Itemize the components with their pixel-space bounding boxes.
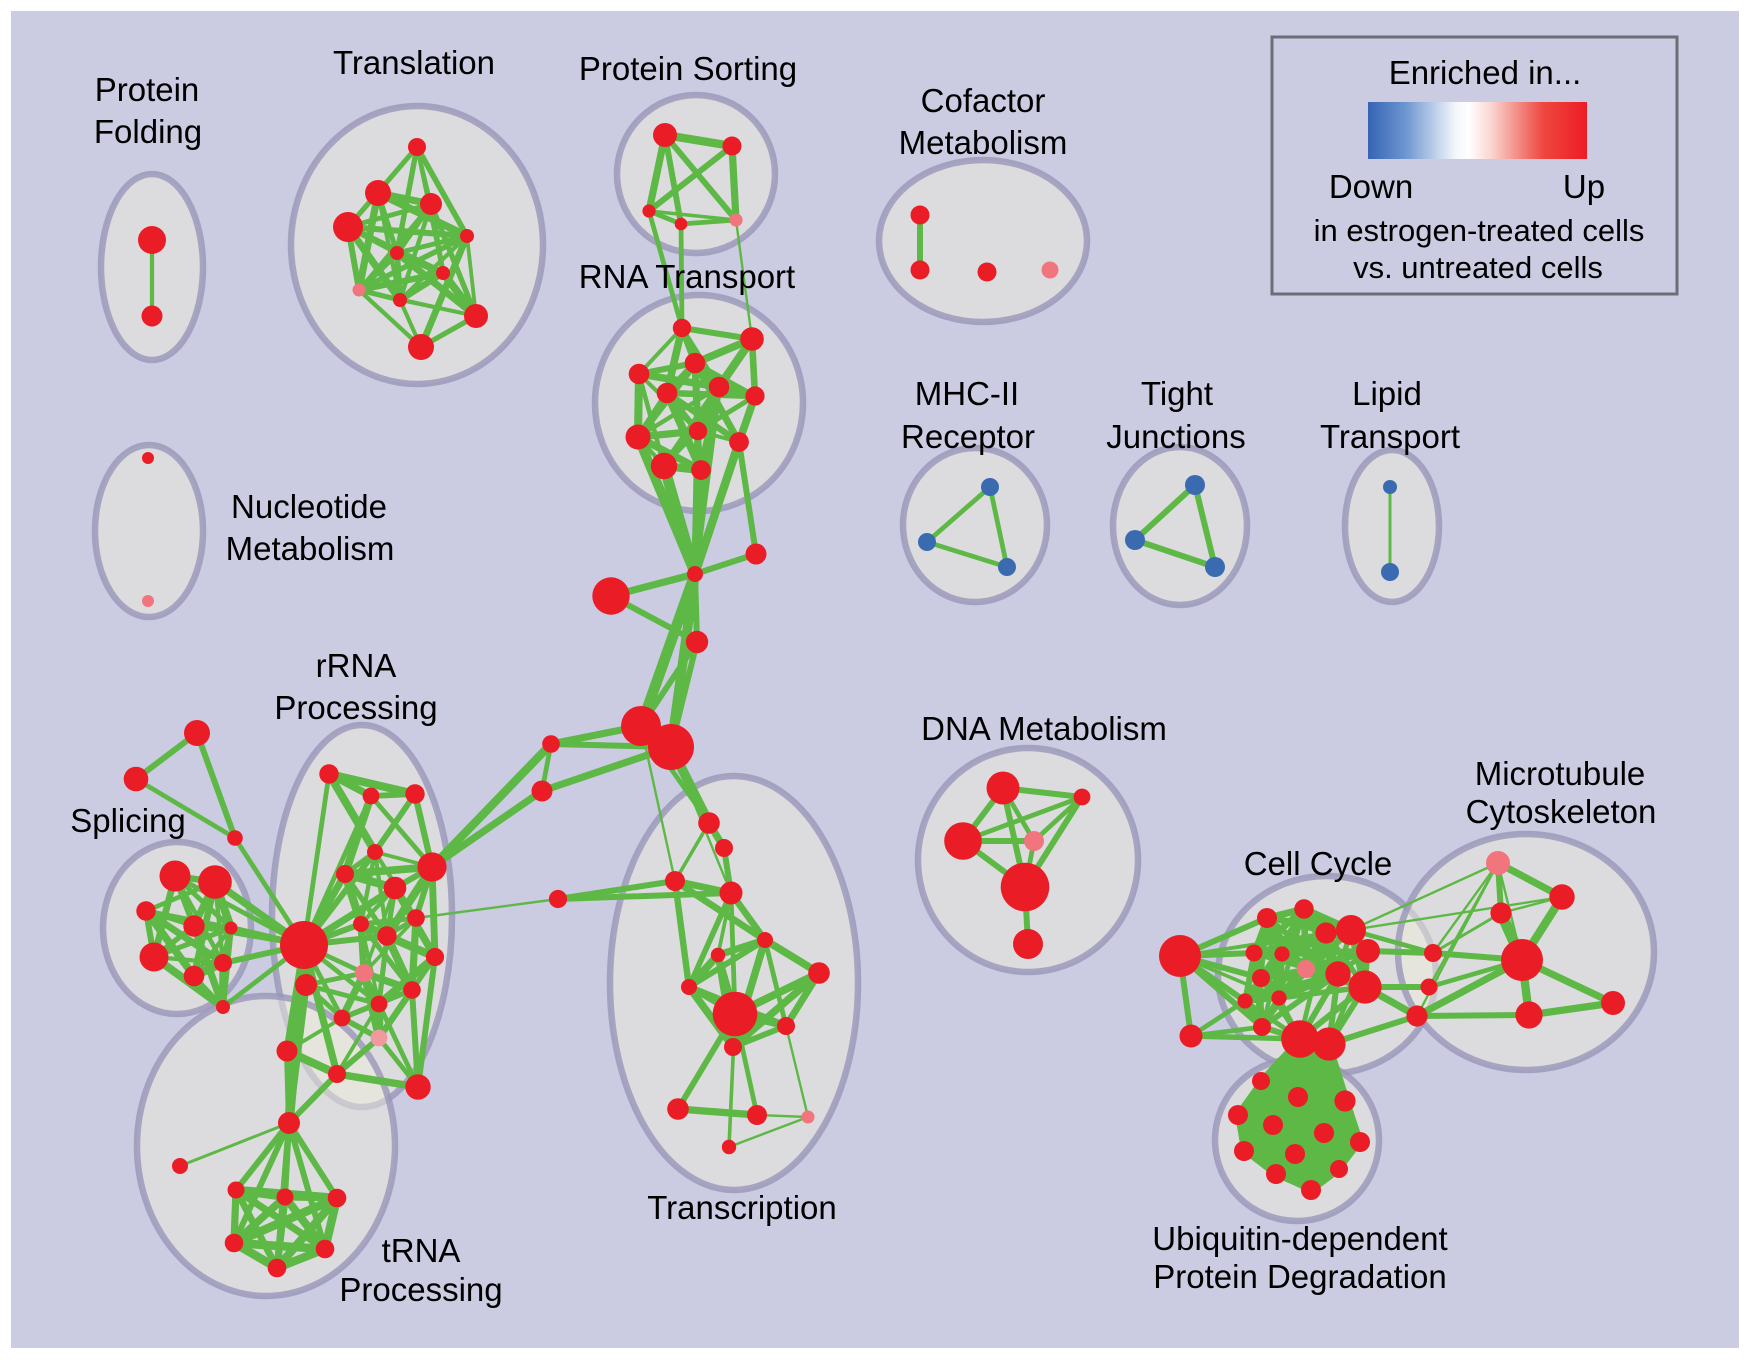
svg-text:Down: Down: [1329, 168, 1413, 205]
svg-text:Translation: Translation: [333, 44, 495, 81]
svg-text:Splicing: Splicing: [70, 802, 186, 839]
svg-text:Junctions: Junctions: [1106, 418, 1245, 455]
svg-text:Metabolism: Metabolism: [226, 530, 395, 567]
svg-text:Tight: Tight: [1141, 375, 1213, 412]
svg-text:Folding: Folding: [94, 113, 202, 150]
svg-text:Enriched in...: Enriched in...: [1389, 54, 1582, 91]
svg-text:Cytoskeleton: Cytoskeleton: [1466, 793, 1657, 830]
svg-text:RNA Transport: RNA Transport: [579, 258, 795, 295]
svg-text:MHC-II: MHC-II: [915, 375, 1019, 412]
svg-text:Receptor: Receptor: [901, 418, 1035, 455]
svg-text:DNA Metabolism: DNA Metabolism: [921, 710, 1167, 747]
svg-text:Transport: Transport: [1320, 418, 1460, 455]
svg-text:Metabolism: Metabolism: [899, 124, 1068, 161]
svg-text:Transcription: Transcription: [647, 1189, 837, 1226]
svg-text:Ubiquitin-dependent: Ubiquitin-dependent: [1152, 1220, 1447, 1257]
svg-text:Processing: Processing: [339, 1271, 502, 1308]
svg-text:in estrogen-treated cells: in estrogen-treated cells: [1314, 213, 1645, 248]
svg-text:Lipid: Lipid: [1352, 375, 1422, 412]
svg-text:Nucleotide: Nucleotide: [231, 488, 387, 525]
svg-text:rRNA: rRNA: [316, 647, 397, 684]
svg-text:Cofactor: Cofactor: [921, 82, 1046, 119]
svg-text:Protein Degradation: Protein Degradation: [1153, 1258, 1447, 1295]
svg-text:Microtubule: Microtubule: [1475, 755, 1646, 792]
svg-text:Up: Up: [1563, 168, 1605, 205]
svg-text:Cell Cycle: Cell Cycle: [1244, 845, 1393, 882]
svg-text:Processing: Processing: [274, 689, 437, 726]
svg-text:tRNA: tRNA: [382, 1232, 461, 1269]
svg-text:Protein: Protein: [95, 71, 200, 108]
svg-text:Protein Sorting: Protein Sorting: [579, 50, 797, 87]
svg-text:vs. untreated cells: vs. untreated cells: [1353, 250, 1603, 285]
